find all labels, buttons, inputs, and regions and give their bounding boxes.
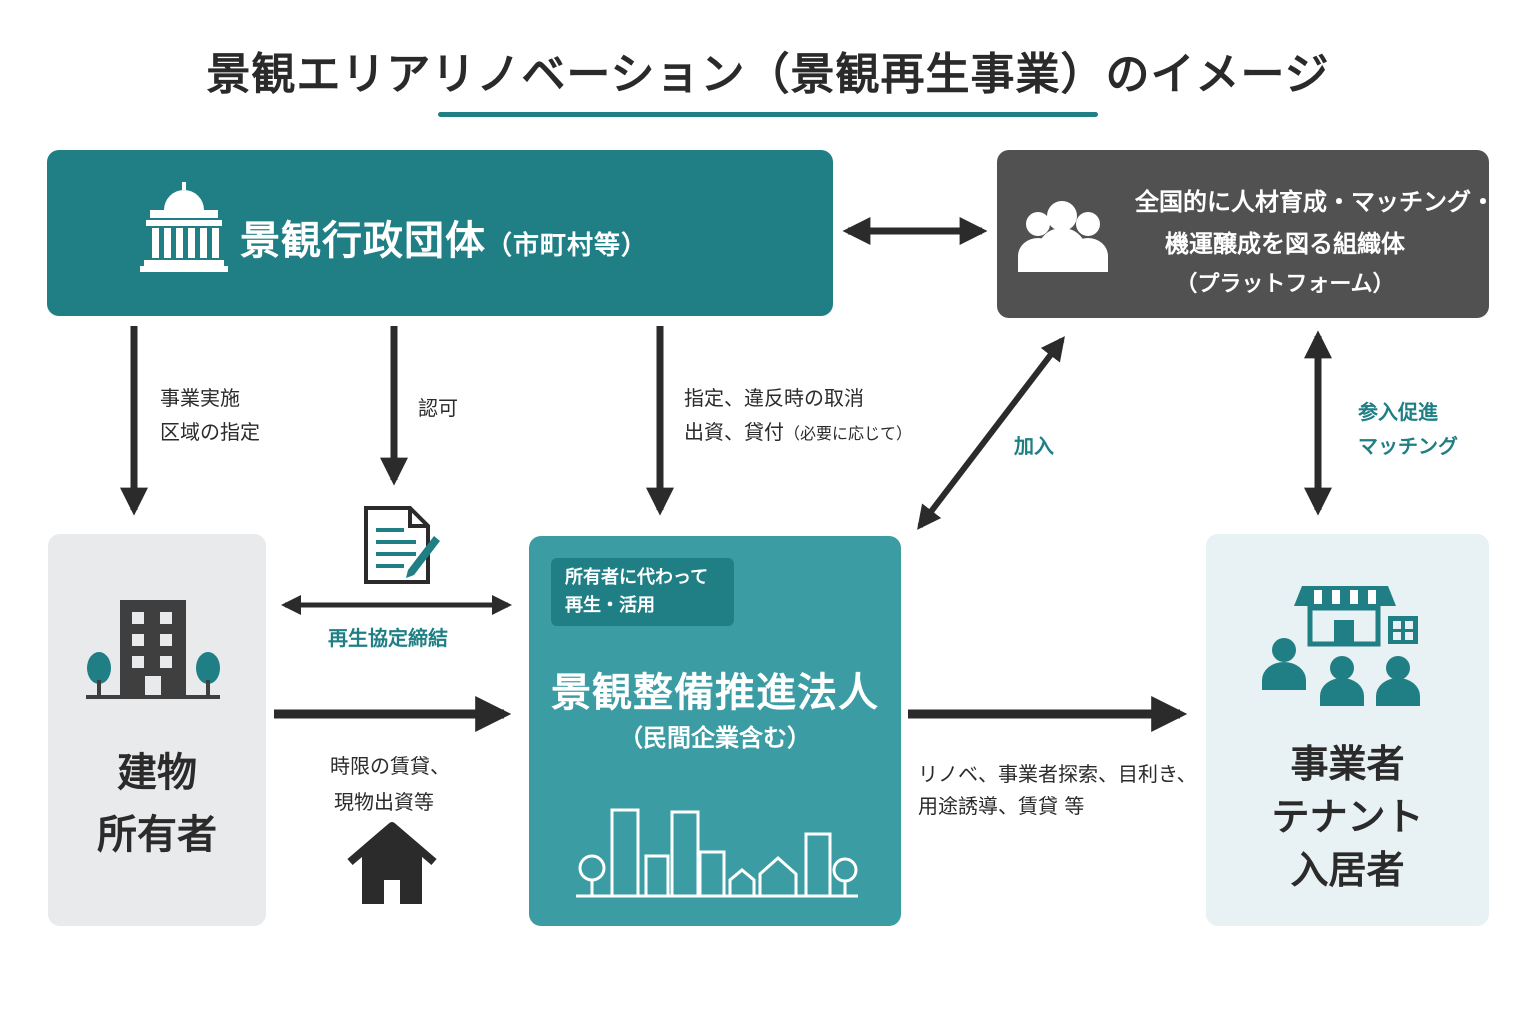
corporation-tag: 所有者に代わって 再生・活用 — [551, 558, 734, 626]
platform-line-2: 機運醸成を図る組織体 — [1165, 230, 1405, 258]
label-renovation-1: リノベ、事業者探索、目利き、 — [918, 762, 1197, 786]
label-lease-1: 時限の賃貸、 — [330, 754, 450, 778]
tenant-title-line-3: 入居者 — [1290, 848, 1405, 892]
cityscape-icon — [576, 808, 858, 898]
label-promote-1: 参入促進 — [1358, 400, 1438, 424]
label-agreement: 再生協定締結 — [328, 626, 448, 650]
owner-box — [48, 534, 266, 926]
corporation-tag-line-2: 再生・活用 — [565, 595, 655, 616]
label-designation-1: 事業実施 — [160, 386, 240, 410]
label-designate-1: 指定、違反時の取消 — [684, 386, 864, 410]
tenant-title-line-2: テナント — [1271, 795, 1424, 839]
tenant-title-line-1: 事業者 — [1290, 742, 1405, 786]
owner-title-line-2: 所有者 — [97, 812, 217, 858]
government-title-main: 景観行政団体 — [240, 218, 486, 264]
corporation-subtitle: （民間企業含む） — [619, 724, 811, 752]
government-building-icon — [140, 182, 228, 272]
label-renovation-2: 用途誘導、賃貸 等 — [918, 794, 1085, 818]
house-icon — [347, 822, 437, 904]
label-approval: 認可 — [418, 396, 458, 420]
platform-line-3: （プラットフォーム） — [1175, 272, 1395, 297]
label-designate-2: 出資、貸付（必要に応じて） — [684, 414, 912, 452]
people-group-icon — [1018, 201, 1108, 272]
building-with-trees-icon — [86, 600, 220, 699]
government-title: 景観行政団体（市町村等） — [240, 208, 648, 266]
platform-line-1: 全国的に人材育成・マッチング・ — [1135, 188, 1495, 216]
label-designate-2a: 出資、貸付 — [684, 420, 784, 444]
arrow-corp-platform — [917, 336, 1065, 530]
government-title-sub: （市町村等） — [486, 231, 649, 261]
document-pen-icon — [364, 506, 440, 584]
label-designation-2: 区域の指定 — [160, 420, 260, 444]
title-underline — [438, 112, 1098, 117]
page-title: 景観エリアリノベーション（景観再生事業）のイメージ — [206, 49, 1330, 100]
label-designate-2b: （必要に応じて） — [784, 424, 913, 443]
corporation-tag-line-1: 所有者に代わって — [565, 567, 709, 588]
corporation-title: 景観整備推進法人 — [551, 670, 879, 716]
platform-box — [997, 150, 1489, 318]
shop-and-people-icon — [1262, 586, 1420, 706]
label-lease-2: 現物出資等 — [334, 790, 434, 814]
owner-title-line-1: 建物 — [117, 750, 197, 796]
label-promote-2: マッチング — [1358, 434, 1458, 458]
